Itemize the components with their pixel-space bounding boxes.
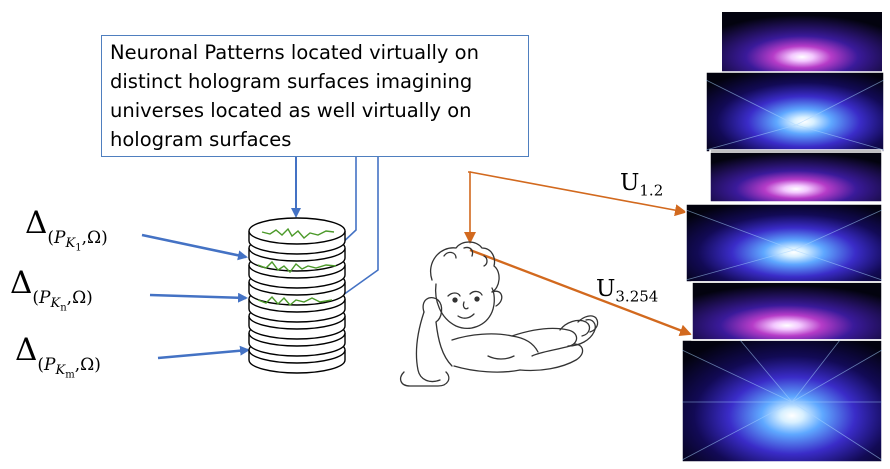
delta-omega: Ω bbox=[72, 288, 87, 308]
callout-text-box: Neuronal Patterns located virtually on d… bbox=[101, 35, 529, 157]
dreaming-boy-sketch bbox=[399, 241, 599, 387]
delta-symbol: Δ bbox=[25, 205, 48, 241]
delta-sub-base: K bbox=[50, 296, 61, 312]
hologram-disk-stack bbox=[248, 217, 346, 374]
universe-index: 1.2 bbox=[639, 181, 664, 200]
delta-omega: Ω bbox=[86, 228, 102, 248]
delta-symbol: Δ bbox=[10, 265, 33, 301]
neuronal-patterns bbox=[257, 227, 337, 306]
delta-sub-base: K bbox=[65, 236, 76, 252]
delta-sub-base: K bbox=[55, 363, 66, 379]
universe-label-1-2: U1.2 bbox=[620, 170, 663, 200]
universe-name: U bbox=[596, 276, 616, 302]
delta-sub-index: n bbox=[60, 302, 67, 314]
delta-sub-index: 1 bbox=[75, 242, 82, 254]
delta-arrows bbox=[141, 233, 250, 360]
delta-omega: Ω bbox=[80, 355, 95, 375]
cosmic-starburst-image bbox=[681, 12, 885, 463]
delta-symbol: Δ bbox=[15, 332, 38, 368]
delta-label-k1: Δ(PK1,Ω) bbox=[25, 205, 108, 254]
universe-arrows bbox=[464, 171, 692, 337]
delta-label-kn: Δ(PKn,Ω) bbox=[10, 265, 93, 314]
universe-index: 3.254 bbox=[615, 287, 659, 306]
delta-label-km: Δ(PKm,Ω) bbox=[15, 332, 101, 381]
delta-sub-index: m bbox=[65, 369, 75, 381]
universe-label-3-254: U3.254 bbox=[596, 276, 658, 306]
universe-name: U bbox=[620, 170, 640, 196]
